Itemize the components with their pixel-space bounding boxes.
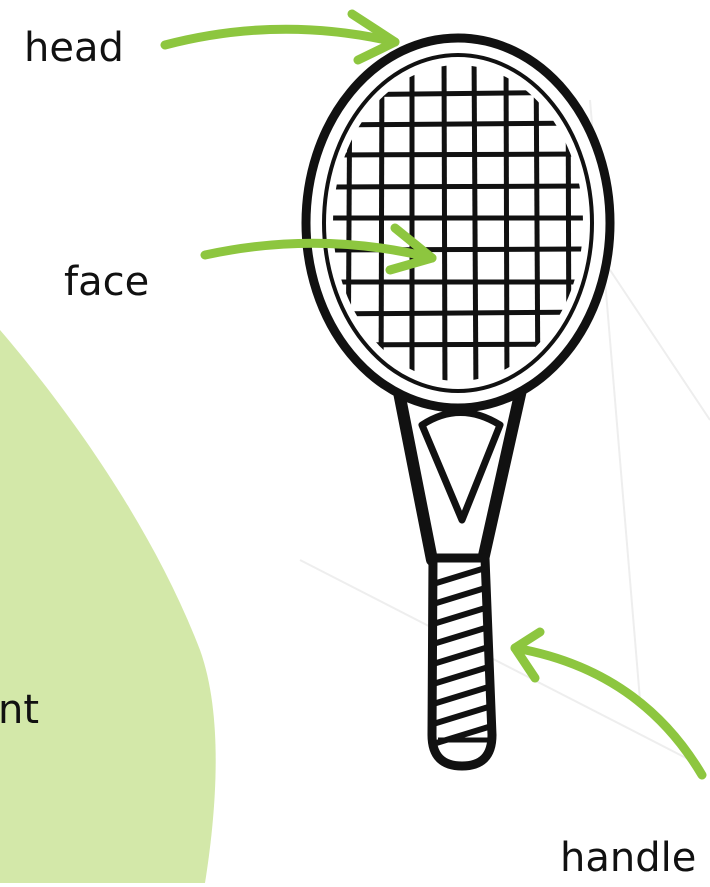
racket-throat	[422, 413, 500, 521]
label-handle: handle	[560, 838, 696, 878]
arrow-icon	[165, 14, 395, 60]
label-head: head	[24, 28, 124, 68]
arrow-icon	[515, 632, 702, 775]
label-face: face	[64, 262, 149, 302]
green-blob	[0, 330, 216, 883]
label-partial: nt	[0, 690, 39, 730]
